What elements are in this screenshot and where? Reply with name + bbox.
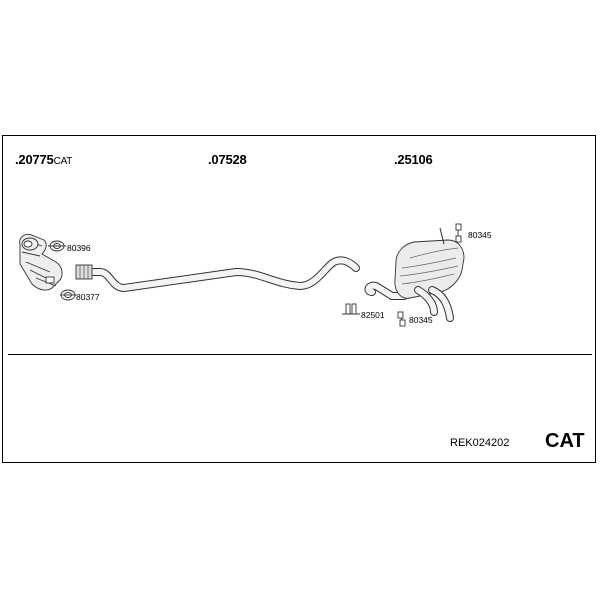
part-label-rear-silencer: .25106 [394,152,433,167]
clamp-82501-drawing [342,303,360,315]
catalytic-converter-drawing [19,234,63,291]
part-number-07528: .07528 [208,152,247,167]
clamp-80396-drawing [48,240,66,252]
rear-silencer-drawing [364,227,465,322]
part-number-25106: .25106 [394,152,433,167]
drawing-frame [2,135,596,463]
part-label-catalytic-converter: .20775CAT [15,152,72,167]
flange-80377-drawing [60,289,76,301]
label-80396: 80396 [67,243,91,253]
label-80345-bottom: 80345 [409,315,433,325]
kit-reference: REK024202 [450,437,510,449]
label-82501: 82501 [361,310,385,320]
part-label-middle-pipe: .07528 [208,152,247,167]
label-80345-top: 80345 [468,230,492,240]
label-80377: 80377 [76,292,100,302]
part-suffix-cat: CAT [53,156,73,167]
hanger-80345-bottom-drawing [397,311,406,327]
middle-pipe-drawing [75,256,360,292]
cat-badge: CAT [545,430,585,452]
hanger-80345-top-drawing [455,223,462,243]
part-number-20775: .20775 [15,152,54,167]
footer-divider [8,354,592,355]
